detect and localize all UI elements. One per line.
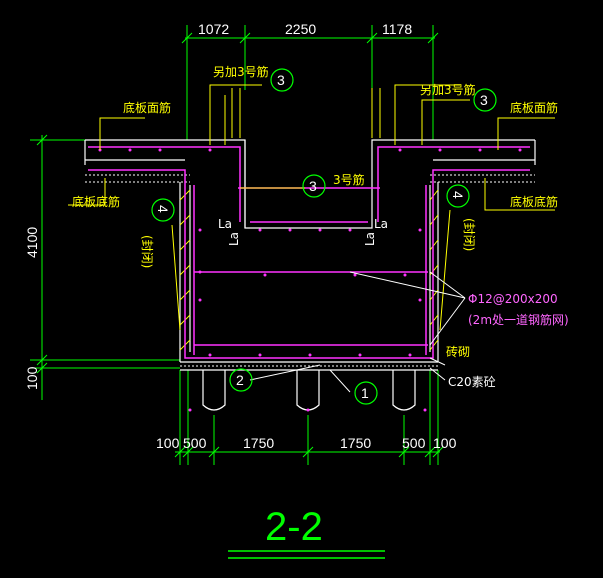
dim-top-1: 1072 bbox=[198, 21, 229, 37]
marker-3-right: 3 bbox=[480, 92, 488, 108]
label-seal-left: (封闭) bbox=[140, 235, 154, 268]
dim-bottom-2: 500 bbox=[183, 435, 207, 451]
dim-bottom-5: 500 bbox=[402, 435, 426, 451]
label-la-2: La bbox=[227, 232, 241, 246]
leader-lines bbox=[68, 84, 555, 331]
dim-bottom-1: 100 bbox=[156, 435, 180, 451]
label-la-1: La bbox=[218, 217, 232, 231]
dim-top-2: 2250 bbox=[285, 21, 316, 37]
dim-left-base: 100 bbox=[24, 366, 40, 390]
label-concrete: C20素砼 bbox=[448, 375, 496, 389]
marker-4-left: 4 bbox=[155, 205, 171, 213]
label-no3: 3号筋 bbox=[333, 172, 365, 187]
dim-bottom-4: 1750 bbox=[340, 435, 371, 451]
title-underline bbox=[228, 550, 385, 559]
section-title: 2-2 bbox=[265, 505, 323, 549]
piles bbox=[202, 370, 416, 411]
marker-circles bbox=[151, 68, 497, 405]
label-mesh-spec: Φ12@200x200 bbox=[468, 292, 558, 306]
label-seal-right: (封闭) bbox=[462, 218, 476, 251]
dim-left-height: 4100 bbox=[24, 227, 40, 258]
brick-wall-hatch bbox=[179, 189, 439, 351]
label-bottom-rebar-right: 底板底筋 bbox=[510, 194, 558, 209]
label-brick: 砖砌 bbox=[446, 344, 470, 359]
label-extra-no3-left: 另加3号筋 bbox=[213, 64, 269, 79]
label-bottom-rebar-left: 底板底筋 bbox=[72, 194, 120, 209]
dim-bottom-6: 100 bbox=[433, 435, 457, 451]
rebar-lines bbox=[88, 146, 530, 359]
marker-3-center: 3 bbox=[309, 178, 317, 194]
dimension-lines-left bbox=[30, 134, 180, 400]
label-la-3: La bbox=[374, 217, 388, 231]
label-la-4: La bbox=[363, 232, 377, 246]
marker-4-right: 4 bbox=[450, 191, 466, 199]
label-top-rebar-left: 底板面筋 bbox=[123, 100, 171, 115]
concrete-bands bbox=[85, 174, 535, 367]
label-mesh-note: (2m处一道钢筋网) bbox=[468, 312, 569, 327]
mesh-leaders bbox=[249, 271, 466, 393]
dim-bottom-3: 1750 bbox=[243, 435, 274, 451]
rebar-dots bbox=[98, 148, 522, 412]
label-extra-no3-right: 另加3号筋 bbox=[420, 82, 476, 97]
dimension-lines-bottom bbox=[174, 370, 444, 465]
marker-2: 2 bbox=[236, 372, 244, 388]
slab-outline bbox=[84, 139, 536, 371]
label-top-rebar-right: 底板面筋 bbox=[510, 100, 558, 115]
dim-top-3: 1178 bbox=[382, 21, 412, 37]
dimension-lines-top bbox=[181, 25, 439, 140]
marker-1: 1 bbox=[361, 385, 369, 401]
marker-3-left: 3 bbox=[277, 72, 285, 88]
